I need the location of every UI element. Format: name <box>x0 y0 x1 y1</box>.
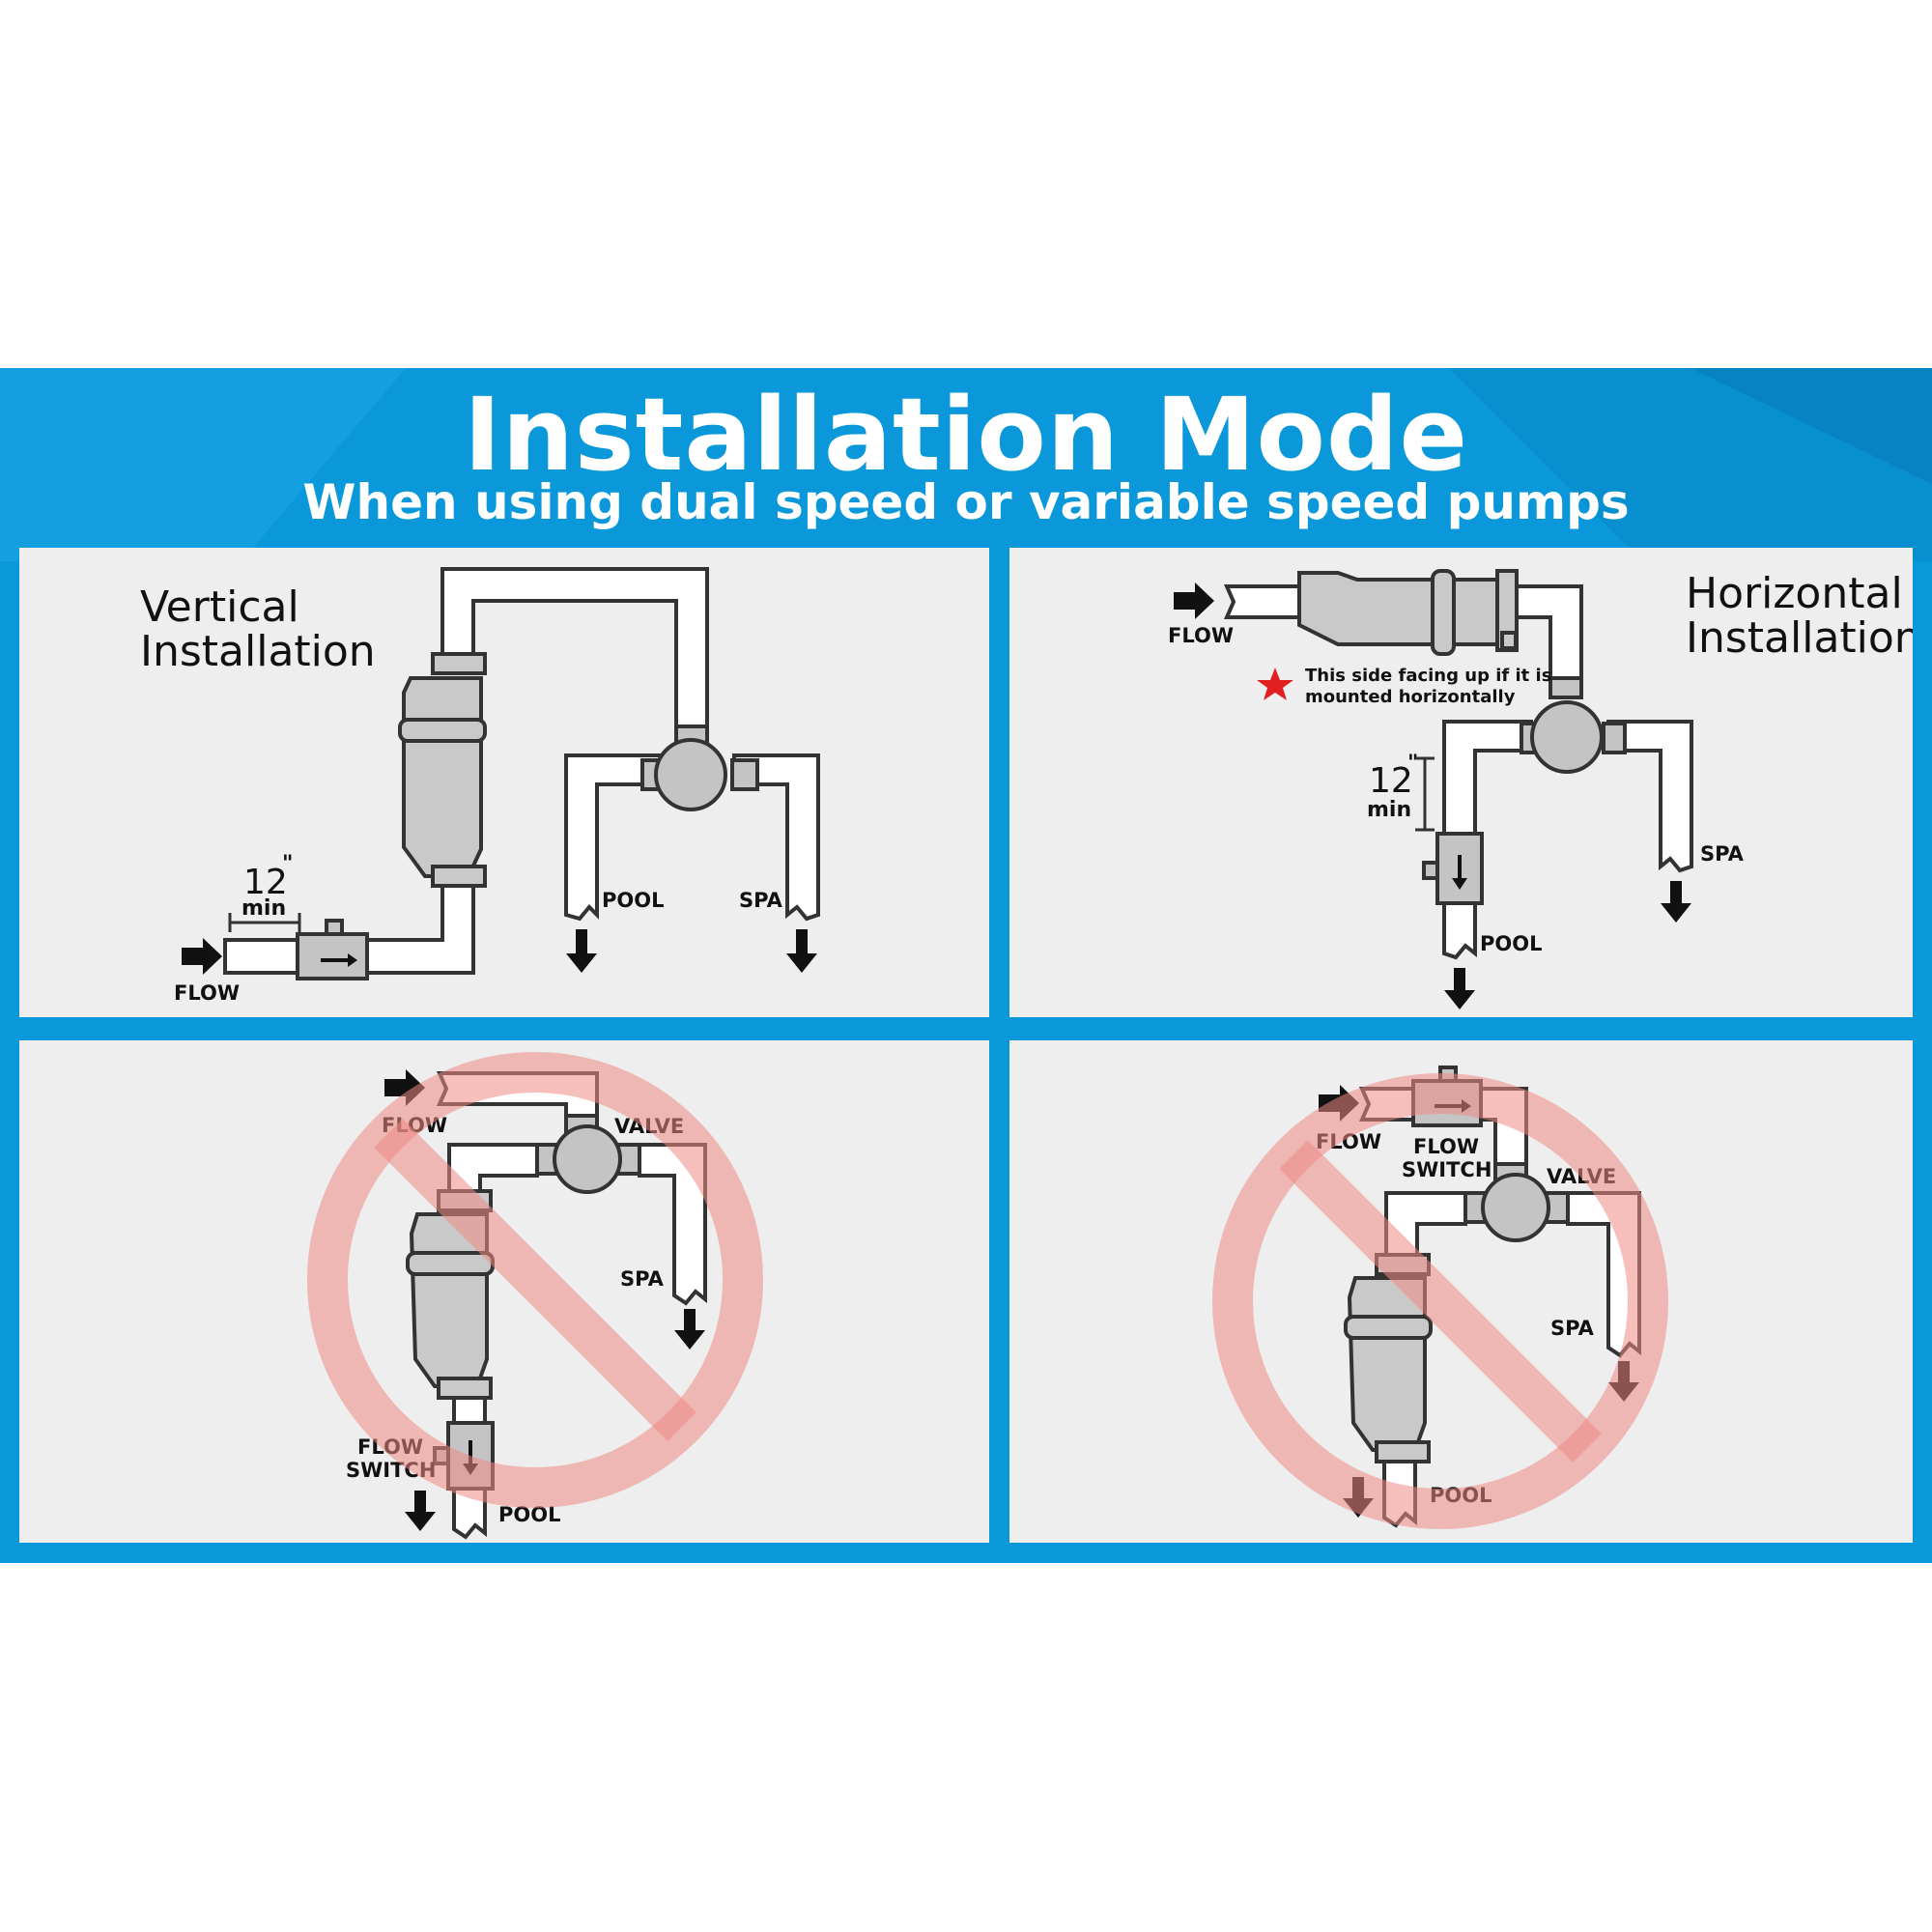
horizontal-flow-label: FLOW <box>1168 624 1234 647</box>
horizontal-note-line2: mounted horizontally <box>1305 687 1516 707</box>
spa-arrow-icon <box>786 929 817 973</box>
horizontal-pool-arrow-icon <box>1444 968 1475 1009</box>
page-title: Installation Mode <box>464 376 1468 494</box>
horizontal-pool-label: POOL <box>1480 932 1542 955</box>
vertical-pool-label: POOL <box>602 889 664 912</box>
pool-outlet-pipe <box>564 753 664 922</box>
heater-body <box>402 676 483 878</box>
heater-connector-top <box>431 652 487 675</box>
vertical-installation-panel: Vertical Installation FLOW 12 " min POOL <box>19 548 989 1017</box>
lower-pipe <box>223 884 475 975</box>
inlet-switch-arrow-icon <box>321 953 357 967</box>
flow-arrow-icon <box>182 938 222 975</box>
no-sign-icon <box>307 1052 763 1508</box>
vertical-distance-unit: " <box>282 852 293 876</box>
horizontal-heater-band <box>1431 569 1456 656</box>
horizontal-valve-port-right <box>1602 722 1627 754</box>
wrong1-spa-label: SPA <box>620 1267 665 1291</box>
horizontal-valve-icon <box>1530 700 1604 774</box>
horizontal-heater-cap <box>1500 631 1518 650</box>
wrong2-heater-band <box>1344 1315 1433 1340</box>
wrong2-heater-body <box>1347 1276 1427 1452</box>
horizontal-installation-diagram: Horizontal Installation FLOW This side f… <box>1168 569 1913 1009</box>
wrong2-valve-icon <box>1481 1173 1550 1242</box>
valve-icon <box>654 738 727 811</box>
horizontal-installation-panel: Horizontal Installation FLOW This side f… <box>1009 548 1913 1017</box>
horizontal-flow-arrow-icon <box>1174 582 1214 619</box>
horizontal-heading-line2: Installation <box>1686 613 1913 663</box>
wrong1-pool-arrow-icon <box>405 1491 436 1531</box>
horizontal-spa-pipe <box>1606 720 1693 873</box>
horizontal-inlet-pipe <box>1223 584 1301 619</box>
wrong1-spa-arrow-icon <box>674 1309 705 1350</box>
wrong1-heater-band <box>406 1251 495 1276</box>
incorrect-installation-diagram-2: FLOW FLOW SWITCH VALVE SPA POOL <box>1212 1065 1668 1529</box>
vertical-heading-line1: Vertical <box>140 582 299 632</box>
incorrect-installation-panel-1: FLOW VALVE SPA FLOW SWITCH POOL <box>19 1040 989 1543</box>
horizontal-note-line1: This side facing up if it is <box>1305 666 1551 686</box>
wrong2-flow-switch-line2: SWITCH <box>1402 1158 1492 1181</box>
inlet-flow-switch <box>296 932 369 980</box>
wrong1-valve-icon <box>553 1124 622 1194</box>
wrong2-heater-connector-bottom <box>1375 1440 1431 1463</box>
horizontal-spa-arrow-icon <box>1661 881 1691 923</box>
horizontal-heading-line1: Horizontal <box>1686 569 1903 618</box>
wrong2-flow-switch-line1: FLOW <box>1413 1135 1479 1158</box>
horizontal-valve-port-top <box>1548 676 1583 699</box>
heater-connector-bottom <box>431 865 487 888</box>
star-icon <box>1257 668 1293 700</box>
horizontal-flow-switch-cap <box>1422 861 1439 880</box>
vertical-distance-value: 12 <box>243 863 288 902</box>
no-sign-icon <box>1212 1073 1668 1529</box>
spa-outlet-pipe <box>732 753 820 922</box>
wrong2-spa-label: SPA <box>1550 1317 1595 1340</box>
vertical-installation-diagram: Vertical Installation FLOW 12 " min POOL <box>140 567 820 1005</box>
horizontal-distance-value: 12 <box>1369 761 1413 801</box>
horizontal-riser-pipe <box>1515 584 1583 680</box>
banner-decoration <box>0 368 1932 561</box>
horizontal-spa-label: SPA <box>1700 842 1745 866</box>
valve-port-right <box>730 758 759 791</box>
vertical-spa-label: SPA <box>739 889 783 912</box>
vertical-heading-line2: Installation <box>140 627 376 676</box>
incorrect-installation-diagram-1: FLOW VALVE SPA FLOW SWITCH POOL <box>307 1052 763 1540</box>
horizontal-switch-arrow-icon <box>1452 855 1467 890</box>
pool-arrow-icon <box>566 929 597 973</box>
vertical-distance-min: min <box>242 896 286 921</box>
incorrect-installation-panel-2: FLOW FLOW SWITCH VALVE SPA POOL <box>1009 1040 1913 1543</box>
heater-band <box>398 718 487 743</box>
horizontal-distance-min: min <box>1367 798 1411 822</box>
wrong1-heater-connector-bottom <box>437 1377 493 1400</box>
horizontal-heater-body <box>1297 571 1509 646</box>
vertical-flow-label: FLOW <box>174 981 240 1005</box>
inlet-flow-switch-cap <box>325 919 344 936</box>
horizontal-distance-unit: " <box>1407 752 1418 776</box>
page-subtitle: When using dual speed or variable speed … <box>302 474 1630 530</box>
